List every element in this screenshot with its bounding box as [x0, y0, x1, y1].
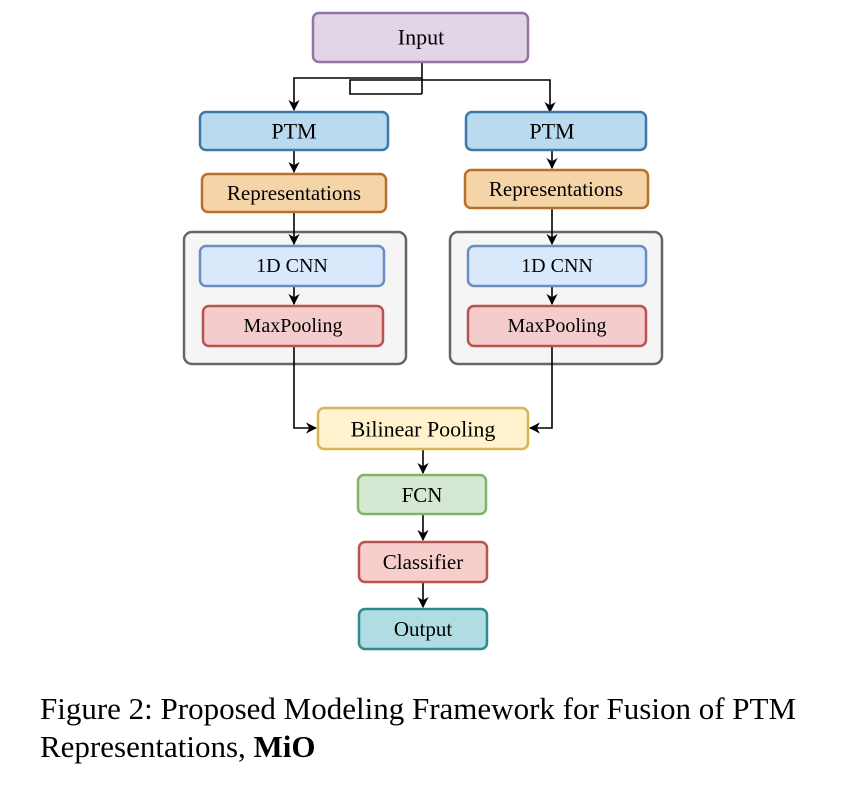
fcn-label: FCN: [402, 483, 443, 507]
caption-text: Figure 2: Proposed Modeling Framework fo…: [40, 691, 797, 764]
classifier-node: [357, 540, 489, 584]
cnn-label-right: 1D CNN: [521, 255, 593, 277]
input-node: [311, 11, 530, 64]
cnn-node-left: [198, 244, 386, 288]
caption-emphasis: MiO: [253, 729, 316, 764]
ptm-label-right: PTM: [529, 119, 574, 144]
input-label: Input: [398, 25, 444, 50]
maxpooling-node-right: [466, 304, 648, 348]
cnn-node-right: [466, 244, 648, 288]
maxpooling-label-right: MaxPooling: [508, 315, 607, 337]
maxpooling-label-left: MaxPooling: [244, 315, 343, 337]
connectors: [288, 62, 558, 609]
ptm-node-right: [464, 110, 648, 152]
representations-node-left: [200, 172, 388, 214]
bilinear-pooling-label: Bilinear Pooling: [351, 417, 496, 442]
bilinear-pooling-node: [316, 406, 530, 451]
ptm-label-left: PTM: [271, 119, 316, 144]
edge-pool-bilinear-right: [528, 346, 553, 434]
fcn-node: [356, 473, 488, 516]
figure-caption: Figure 2: Proposed Modeling Framework fo…: [40, 690, 830, 766]
representations-label-left: Representations: [227, 181, 361, 205]
edge-to-ptm-right: [349, 79, 556, 114]
representations-node-right: [463, 168, 650, 210]
cnn-label-left: 1D CNN: [256, 255, 328, 277]
output-label: Output: [394, 617, 453, 641]
edge-pool-bilinear-left: [293, 346, 318, 434]
edge-to-ptm-left: [288, 77, 422, 112]
output-node: [357, 607, 489, 651]
representations-label-right: Representations: [489, 177, 623, 201]
ptm-node-left: [198, 110, 390, 152]
framework-diagram: Input PTM PTM Representations Representa…: [182, 11, 664, 651]
classifier-label: Classifier: [383, 550, 463, 574]
maxpooling-node-left: [201, 304, 385, 348]
